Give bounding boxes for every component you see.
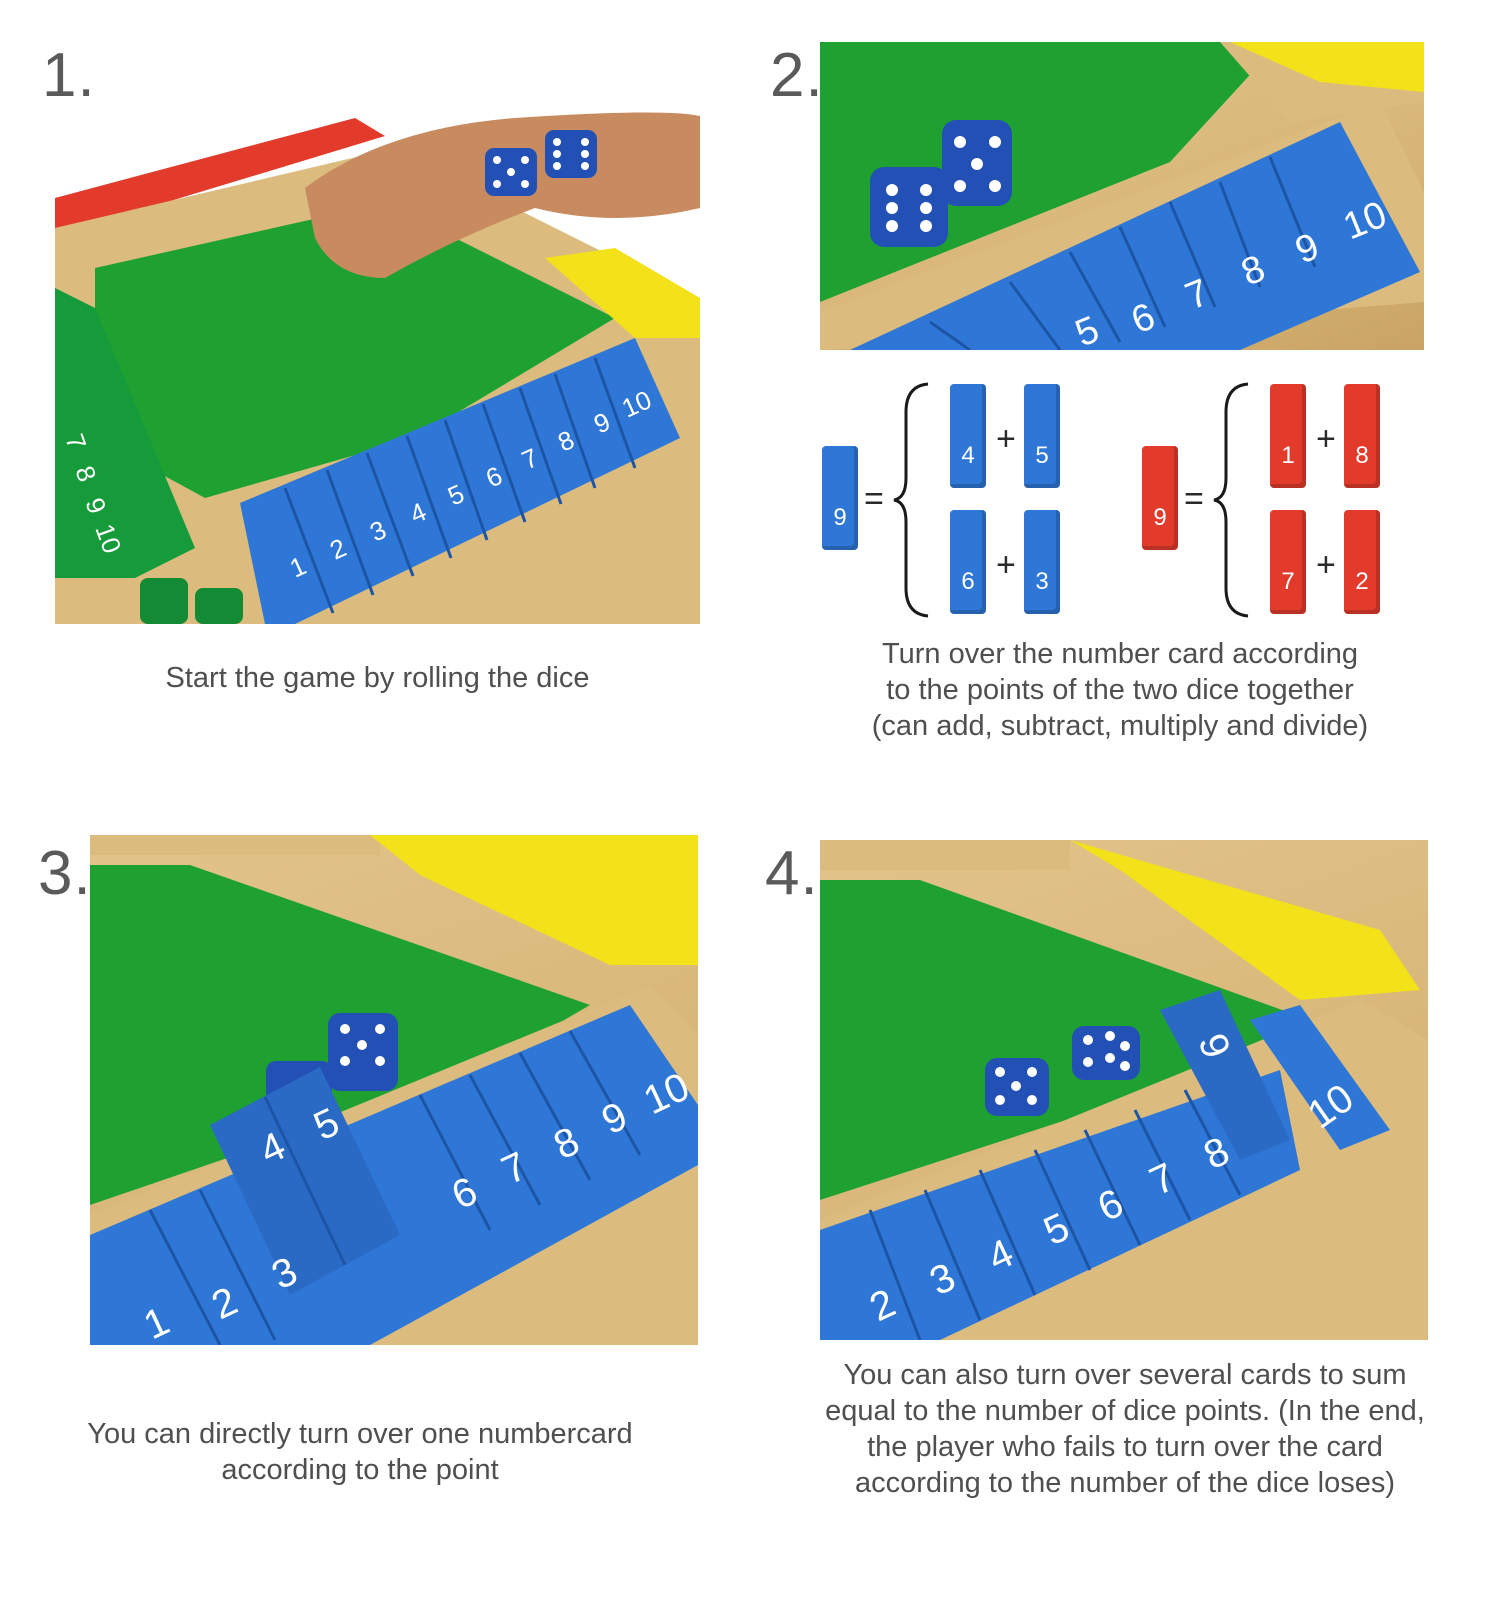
equations-diagram: 9 = 4 + 5 6 + 3 9 = 1 + 8 7 + 2: [820, 380, 1460, 640]
step-number-3: 3.: [38, 839, 92, 908]
blue-pair2-card-a: 6: [950, 510, 986, 614]
red-pair1-card-a: 1: [1270, 384, 1306, 488]
step-3-caption: You can directly turn over one numbercar…: [40, 1416, 680, 1488]
step-4-caption-line-3: the player who fails to turn over the ca…: [867, 1431, 1383, 1463]
blue-pair2-plus: +: [996, 546, 1016, 584]
step-4-caption: You can also turn over several cards to …: [780, 1357, 1470, 1501]
step-number-1: 1.: [42, 41, 96, 110]
red-pair2-card-a: 7: [1270, 510, 1306, 614]
step-number-4: 4.: [765, 839, 819, 908]
red-total-card: 9: [1142, 446, 1178, 550]
step-4-caption-line-4: according to the number of the dice lose…: [854, 1467, 1396, 1499]
blue-equals-sign: =: [864, 480, 884, 518]
step-2-caption-line-3: (can add, subtract, multiply and divide): [871, 710, 1369, 742]
blue-pair1-card-b: 5: [1024, 384, 1060, 488]
blue-pair2-card-b: 3: [1024, 510, 1060, 614]
red-pair2-plus: +: [1316, 546, 1336, 584]
red-equals-sign: =: [1184, 480, 1204, 518]
step-3-caption-line-1: You can directly turn over one numbercar…: [87, 1418, 633, 1450]
red-pair2-card-b: 2: [1344, 510, 1380, 614]
blue-brace: [893, 382, 929, 618]
step-1-photo: 1 2 3 4 5 6 7 8 9 10 7 8 9 10: [55, 108, 700, 624]
blue-pair1-plus: +: [996, 420, 1016, 458]
red-pair1-plus: +: [1316, 420, 1336, 458]
step-4-photo: 9 2 3 4 5 6 7 8 10: [820, 840, 1428, 1340]
red-brace: [1213, 382, 1249, 618]
step-2-caption-line-2: to the points of the two dice together: [886, 674, 1354, 706]
step-3-photo: 4 5 1 2 3 6 7 8 9 10: [90, 835, 698, 1345]
step-4-caption-line-2: equal to the number of dice points. (In …: [825, 1395, 1425, 1427]
red-pair1-card-b: 8: [1344, 384, 1380, 488]
step-1-caption: Start the game by rolling the dice: [55, 660, 700, 696]
step-1-caption-line-1: Start the game by rolling the dice: [165, 662, 590, 694]
step-2-photo: 5 6 7 8 9 10: [820, 42, 1424, 350]
step-3-caption-line-2: according to the point: [221, 1454, 499, 1486]
step-4-caption-line-1: You can also turn over several cards to …: [843, 1359, 1407, 1391]
blue-total-card: 9: [822, 446, 858, 550]
step-2-caption: Turn over the number card according to t…: [780, 636, 1460, 744]
blue-pair1-card-a: 4: [950, 384, 986, 488]
step-number-2: 2.: [770, 41, 824, 110]
step-2-caption-line-1: Turn over the number card according: [881, 638, 1359, 670]
